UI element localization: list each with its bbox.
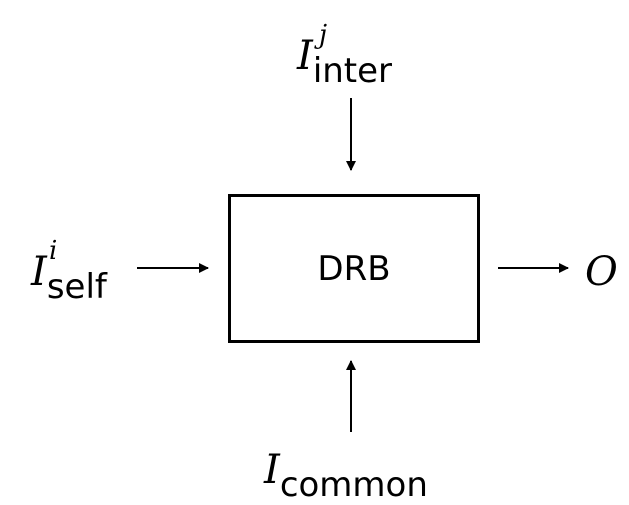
output-symbol: O (585, 249, 618, 295)
input-common-label: Icommon (264, 447, 428, 502)
input-self-subscript: self (46, 267, 107, 307)
input-self-superscript: i (49, 236, 58, 266)
input-inter-subscript: inter (312, 51, 393, 91)
output-label: O (585, 252, 618, 292)
input-inter-symbol: I (297, 33, 313, 79)
input-self-symbol: I (31, 249, 47, 295)
drb-block: DRB (228, 194, 480, 343)
input-common-symbol: I (264, 447, 280, 493)
input-common-subscript: common (279, 465, 428, 505)
drb-block-label: DRB (317, 248, 391, 289)
input-inter-superscript: j (319, 20, 328, 50)
